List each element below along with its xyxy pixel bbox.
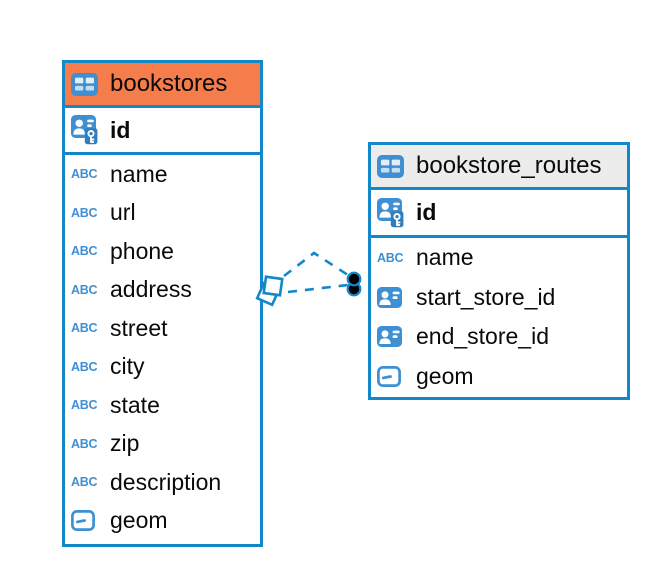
text-type-icon: ABC <box>71 205 98 220</box>
field-row-state[interactable]: ABC state <box>65 386 260 425</box>
field-row-zip[interactable]: ABC zip <box>65 425 260 464</box>
reference-type-icon <box>377 287 408 308</box>
field-name: phone <box>110 237 174 264</box>
text-type-icon: ABC <box>71 321 98 335</box>
field-row-name[interactable]: ABC name <box>65 155 260 194</box>
reference-type-icon <box>377 326 408 347</box>
table-icon <box>71 73 102 96</box>
field-name: state <box>110 391 160 418</box>
table-bookstore-routes[interactable]: bookstore_routes id ABC name start_store… <box>368 142 630 400</box>
relationship-line-lower <box>287 283 349 294</box>
field-row-address[interactable]: ABC address <box>65 271 260 310</box>
field-row-description[interactable]: ABC description <box>65 463 260 502</box>
field-name: street <box>110 314 168 341</box>
field-row-city[interactable]: ABC city <box>65 348 260 387</box>
field-name: city <box>110 353 145 380</box>
field-name: description <box>110 468 222 495</box>
text-type-icon: ABC <box>71 436 98 451</box>
field-name: address <box>110 276 192 303</box>
field-row-id[interactable]: id <box>65 108 260 155</box>
field-name: zip <box>110 430 140 457</box>
table-title: bookstores <box>110 70 228 97</box>
field-row-street[interactable]: ABC street <box>65 309 260 348</box>
field-name: end_store_id <box>416 323 549 350</box>
table-bookstores-header[interactable]: bookstores <box>65 63 260 108</box>
field-name: geom <box>416 362 474 389</box>
field-row-geom[interactable]: geom <box>65 502 260 541</box>
text-type-icon: ABC <box>71 244 98 258</box>
text-type-icon: ABC <box>71 167 98 181</box>
table-bookstores[interactable]: bookstores id ABC name ABC url ABC phone… <box>62 60 263 547</box>
table-bookstore-routes-header[interactable]: bookstore_routes <box>371 145 627 190</box>
text-type-icon: ABC <box>71 398 98 412</box>
field-row-geom[interactable]: geom <box>371 357 627 397</box>
field-name: geom <box>110 507 168 534</box>
field-row-url[interactable]: ABC url <box>65 194 260 233</box>
primary-key-icon <box>377 198 408 228</box>
table-title: bookstore_routes <box>416 152 602 179</box>
relationship-line-upper <box>283 251 352 279</box>
field-name: start_store_id <box>416 283 556 310</box>
field-row-end-store-id[interactable]: end_store_id <box>371 317 627 357</box>
field-row-start-store-id[interactable]: start_store_id <box>371 278 627 318</box>
field-row-phone[interactable]: ABC phone <box>65 232 260 271</box>
field-name: name <box>110 160 168 187</box>
dot-marker-upper <box>346 271 362 287</box>
dot-marker-lower <box>346 281 362 297</box>
field-name: id <box>110 116 131 143</box>
geometry-type-icon <box>71 510 102 531</box>
field-name: name <box>416 244 474 271</box>
primary-key-icon <box>71 115 102 145</box>
field-name: id <box>416 199 437 225</box>
field-row-name[interactable]: ABC name <box>371 238 627 278</box>
text-type-icon: ABC <box>377 250 404 265</box>
table-icon <box>377 155 408 178</box>
field-name: url <box>110 199 136 226</box>
text-type-icon: ABC <box>71 359 98 374</box>
field-row-id[interactable]: id <box>371 190 627 238</box>
geometry-type-icon <box>377 366 408 387</box>
text-type-icon: ABC <box>71 475 98 489</box>
text-type-icon: ABC <box>71 282 98 297</box>
diamond-marker-front <box>262 275 284 297</box>
